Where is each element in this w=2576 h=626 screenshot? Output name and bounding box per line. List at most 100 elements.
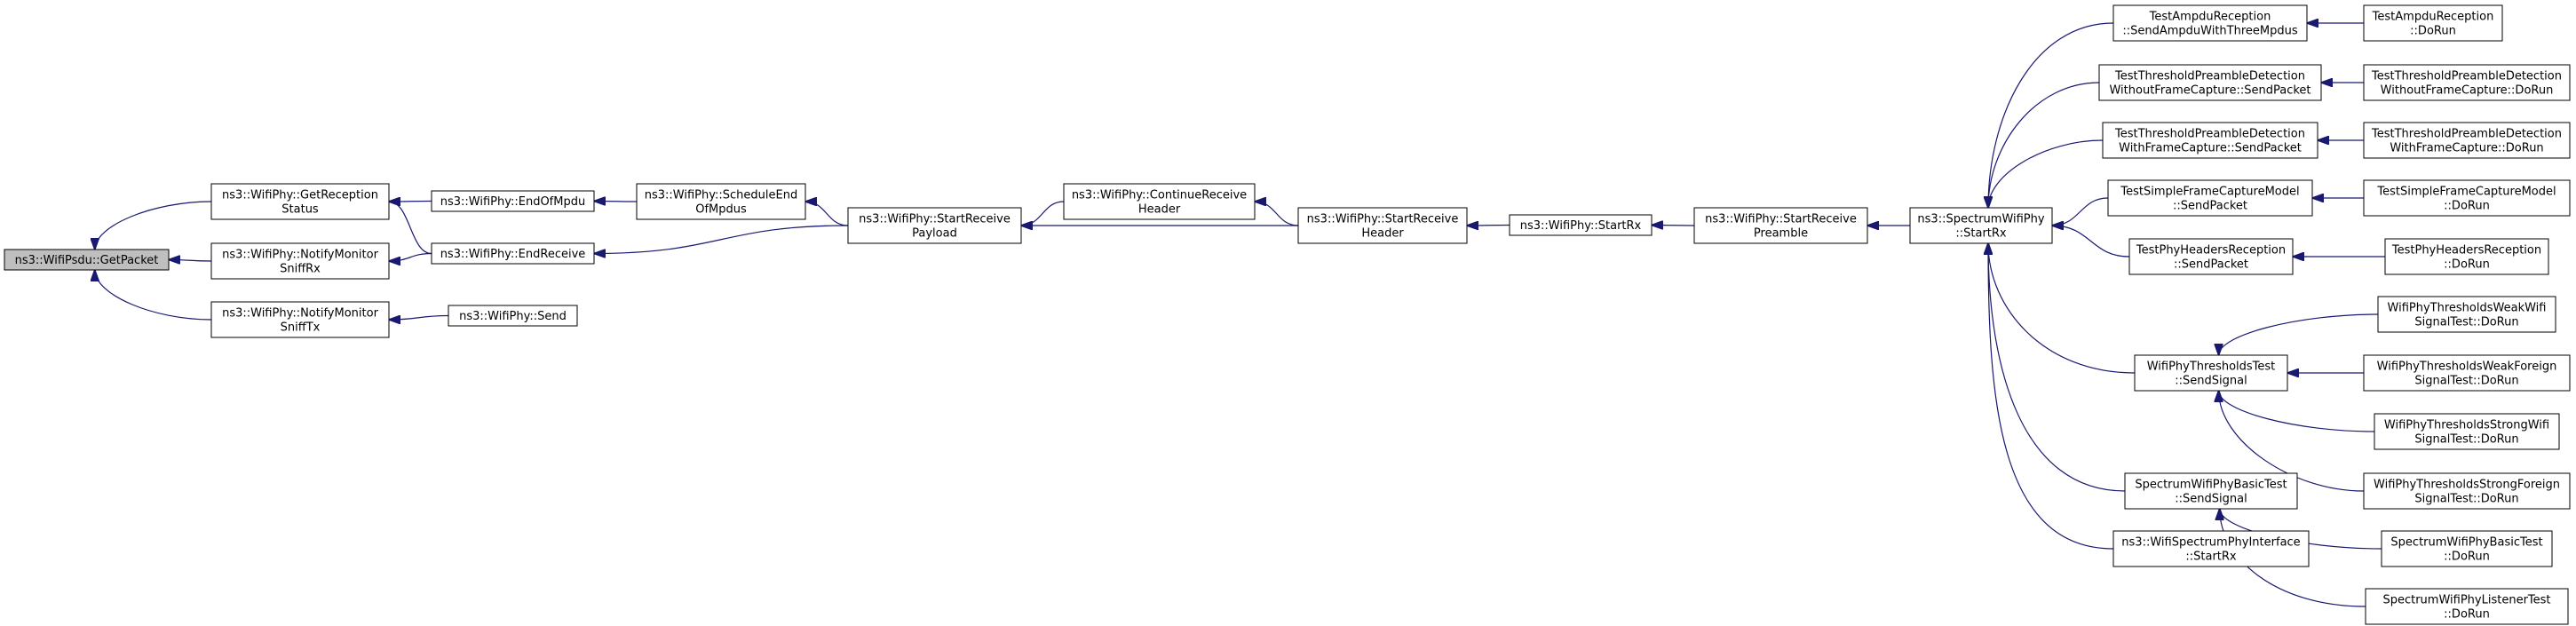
node-box [1909, 207, 2053, 244]
node-label-line: ::StartRx [2185, 551, 2237, 564]
node-sfc_dorun[interactable]: TestSimpleFrameCaptureModel::DoRun [2363, 179, 2571, 217]
node-box [2107, 179, 2313, 217]
node-basic_dorun[interactable]: SpectrumWifiPhyBasicTest::DoRun [2381, 530, 2553, 567]
node-label-line: SpectrumWifiPhyListenerTest [2382, 594, 2550, 607]
node-label-line: OfMpdus [695, 203, 747, 217]
node-box [2363, 4, 2503, 42]
node-label-line: ns3::WifiPhy::StartReceive [1705, 213, 1857, 226]
edge-basic_send-to-spectrumstartrx [1988, 243, 2126, 492]
edge-startrecvheader-to-continuerecvheader [1255, 202, 1299, 226]
node-label-line: Header [1138, 203, 1181, 217]
edge-listener_dorun-to-basic_send [2220, 509, 2366, 607]
node-box [2363, 472, 2571, 510]
node-sfc_send[interactable]: TestSimpleFrameCaptureModel::SendPacket [2107, 179, 2313, 217]
edge-thrtest_send-to-spectrumstartrx [1988, 243, 2136, 374]
node-label-line: Header [1361, 227, 1404, 241]
node-label-line: ns3::WifiSpectrumPhyInterface [2121, 536, 2300, 550]
node-spectrumstartrx[interactable]: ns3::SpectrumWifiPhy::StartRx [1909, 207, 2053, 244]
edge-send-to-notifysnifftx [389, 314, 449, 321]
node-label-line: WifiPhyThresholdsWeakForeign [2377, 361, 2557, 374]
node-endreceive[interactable]: ns3::WifiPhy::EndReceive [431, 242, 595, 265]
node-box [2363, 64, 2571, 101]
node-strongforeign_dorun[interactable]: WifiPhyThresholdsStrongForeignSignalTest… [2363, 472, 2571, 510]
node-box [2363, 354, 2571, 392]
node-label-line: ::SendSignal [2175, 493, 2247, 506]
node-endofmpdu[interactable]: ns3::WifiPhy::EndOfMpdu [431, 190, 595, 212]
node-label-line: WifiPhyThresholdsStrongForeign [2374, 479, 2560, 492]
node-phyhdr_send[interactable]: TestPhyHeadersReception::SendPacket [2128, 238, 2294, 275]
node-label-line: ::DoRun [2444, 608, 2490, 622]
node-box [448, 305, 578, 327]
node-ampdu_dorun[interactable]: TestAmpduReception::DoRun [2363, 4, 2503, 42]
node-label-line: ns3::WifiPhy::ScheduleEnd [645, 189, 797, 202]
node-listener_dorun[interactable]: SpectrumWifiPhyListenerTest::DoRun [2365, 588, 2569, 625]
node-label-line: ns3::WifiPhy::EndOfMpdu [440, 195, 585, 209]
node-box [1297, 207, 1468, 244]
node-label-line: ::StartRx [1955, 227, 2007, 241]
node-label-line: WithoutFrameCapture::DoRun [2381, 84, 2554, 98]
node-box [4, 249, 170, 271]
node-label-line: ::SendPacket [2173, 200, 2247, 213]
node-thr_wo_send[interactable]: TestThresholdPreambleDetectionWithoutFra… [2098, 64, 2322, 101]
node-box [2377, 296, 2556, 333]
node-label-line: TestThresholdPreambleDetection [2114, 70, 2305, 83]
edge-getreception-to-psdu_getpacket [95, 201, 212, 250]
node-label-line: TestPhyHeadersReception [2391, 244, 2541, 258]
edge-startrecvpayload-to-endreceive [594, 225, 849, 254]
edge-endreceive-to-getreception [389, 202, 432, 255]
node-label-line: ns3::WifiPhy::ContinueReceive [1072, 189, 1247, 202]
node-box [431, 242, 595, 265]
node-layer: ns3::WifiPsdu::GetPacket ns3::WifiPhy::Ge… [4, 4, 2571, 625]
edge-thr_wo_send-to-spectrumstartrx [1988, 82, 2100, 208]
node-label-line: TestPhyHeadersReception [2136, 244, 2286, 258]
node-label-line: TestAmpduReception [2149, 11, 2271, 24]
node-label-line: SignalTest::DoRun [2414, 316, 2518, 329]
node-label-line: TestThresholdPreambleDetection [2114, 128, 2305, 141]
node-thr_w_send[interactable]: TestThresholdPreambleDetectionWithFrameC… [2102, 122, 2318, 159]
node-label-line: TestThresholdPreambleDetection [2371, 70, 2562, 83]
node-label-line: ns3::WifiPhy::NotifyMonitor [222, 307, 378, 321]
node-ampdu_send[interactable]: TestAmpduReception::SendAmpduWithThreeMp… [2112, 4, 2308, 42]
node-box [2134, 354, 2288, 392]
node-thr_wo_dorun[interactable]: TestThresholdPreambleDetectionWithoutFra… [2363, 64, 2571, 101]
node-box [210, 301, 390, 338]
node-thr_w_dorun[interactable]: TestThresholdPreambleDetectionWithFrameC… [2363, 122, 2571, 159]
edge-endreceive-to-notifysniffrx [389, 252, 432, 262]
node-box [2102, 122, 2318, 159]
node-label-line: ::DoRun [2444, 551, 2490, 564]
node-box [1063, 183, 1256, 220]
node-thrtest_send[interactable]: WifiPhyThresholdsTest::SendSignal [2134, 354, 2288, 392]
node-label-line: TestSimpleFrameCaptureModel [2120, 186, 2299, 199]
node-label-line: SignalTest::DoRun [2414, 493, 2518, 506]
node-label-line: TestSimpleFrameCaptureModel [2376, 186, 2556, 199]
node-phyhdr_dorun[interactable]: TestPhyHeadersReception::DoRun [2384, 238, 2549, 275]
node-label-line: ns3::WifiPhy::Send [459, 310, 567, 323]
node-label-line: WithoutFrameCapture::SendPacket [2109, 84, 2310, 98]
node-send[interactable]: ns3::WifiPhy::Send [448, 305, 578, 327]
node-box [2128, 238, 2294, 275]
edge-notifysniffrx-to-psdu_getpacket [169, 260, 212, 262]
node-label-line: ::SendAmpduWithThreeMpdus [2122, 25, 2298, 38]
node-label-line: ::DoRun [2444, 258, 2490, 272]
edge-iface_startrx-to-spectrumstartrx [1988, 243, 2114, 550]
node-label-line: ns3::WifiPhy::EndReceive [440, 248, 586, 261]
node-basic_send[interactable]: SpectrumWifiPhyBasicTest::SendSignal [2124, 472, 2298, 510]
node-weakwifi_dorun[interactable]: WifiPhyThresholdsWeakWifiSignalTest::DoR… [2377, 296, 2556, 333]
node-label-line: WithFrameCapture::SendPacket [2119, 142, 2302, 155]
node-strongwifi_dorun[interactable]: WifiPhyThresholdsStrongWifiSignalTest::D… [2374, 413, 2560, 450]
node-psdu_getpacket[interactable]: ns3::WifiPsdu::GetPacket [4, 249, 170, 271]
node-iface_startrx[interactable]: ns3::WifiSpectrumPhyInterface::StartRx [2112, 530, 2310, 567]
edge-startrecvpayload-to-scheduleend [805, 202, 849, 226]
node-startrx[interactable]: ns3::WifiPhy::StartRx [1509, 214, 1653, 236]
node-weakforeign_dorun[interactable]: WifiPhyThresholdsWeakForeignSignalTest::… [2363, 354, 2571, 392]
node-box [2124, 472, 2298, 510]
node-box [636, 183, 806, 220]
